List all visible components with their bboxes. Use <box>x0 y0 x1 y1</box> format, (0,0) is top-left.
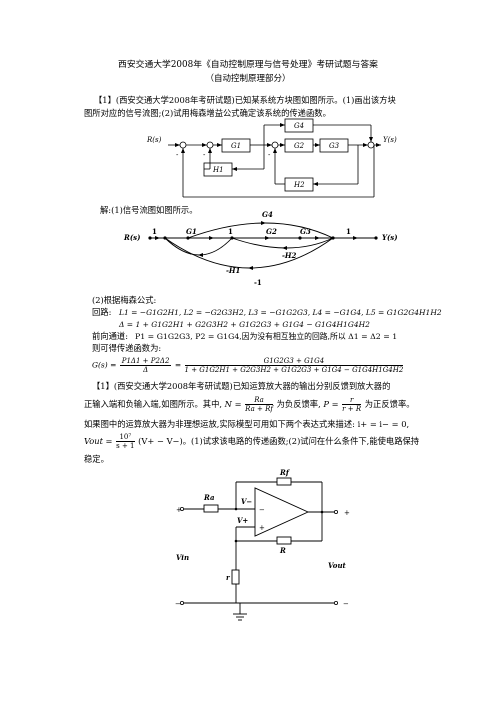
p-den: r + R <box>342 405 362 413</box>
sfg-gain-h1: -H1 <box>226 266 240 275</box>
tf-intro: 则可得传递函数为: <box>92 343 162 353</box>
bd-block-g1: G1 <box>231 142 241 150</box>
terminal-out-minus: − <box>343 600 349 608</box>
opamp-plus-sign: + <box>259 524 265 532</box>
delta-formula: Δ = 1 + G1G2H1 + G2G3H2 + G1G2G3 + G1G4 … <box>119 320 370 329</box>
sfg-gain-h2: -H2 <box>282 251 297 260</box>
sfg-gain-1c: 1 <box>346 227 351 236</box>
sfg-gain-g2: G2 <box>266 227 277 236</box>
vout-rhs: (V+ − V−)。(1)试求该电路的传递函数;(2)试问在什么条件下,能使电路… <box>138 436 420 446</box>
q2-text-b: 为负反馈率, <box>276 399 321 409</box>
bd-input-label: R(s) <box>146 136 162 144</box>
tf-lhs: G(s) = <box>92 360 117 370</box>
question-2-line-2: 正输入端和负输入端,如图所示。其中, N = Ra Ra + Rf 为负反馈率,… <box>84 396 415 413</box>
vout-num: 10⁷ <box>116 433 135 442</box>
question-1-line-2: 图所对应的信号流图;(2)试用梅森增益公式确定该系统的传递函数。 <box>84 108 331 118</box>
terminal-in-minus: − <box>175 600 181 608</box>
opamp-minus-sign: − <box>259 506 265 514</box>
label-v-plus: V+ <box>237 516 248 525</box>
q2-text-c: 为正反馈率。 <box>364 399 415 409</box>
sfg-gain-g3: G3 <box>300 227 311 236</box>
loops-label: 回路: <box>92 307 112 317</box>
sfg-gain-neg1: -1 <box>254 278 262 287</box>
question-1-line-1: 【1】(西安交通大学2008年考研试题)已知某系统方块图如图所示。(1)画出该方… <box>94 95 396 105</box>
label-r-small: r <box>226 573 231 582</box>
tf-num-1: P1Δ1 + P2Δ2 <box>119 357 172 366</box>
forward-formula: P1 = G1G2G3, P2 = G1G4,因为没有相互独立的回路,所以 Δ1… <box>135 332 398 341</box>
solution-intro: 解:(1)信号流图如图所示。 <box>100 205 198 215</box>
vout-fraction: 10⁷ s + 1 <box>116 433 135 450</box>
vout-den: s + 1 <box>116 442 135 450</box>
label-v-minus: V− <box>241 497 252 506</box>
tf-equals: = <box>174 360 182 370</box>
q2-text-a: 正输入端和负输入端,如图所示。其中, <box>84 399 223 409</box>
n-den: Ra + Rf <box>245 405 273 413</box>
bd-sign-1: - <box>176 151 179 159</box>
tf-num-2: G1G2G3 + G1G4 <box>184 357 404 366</box>
tf-den-1: Δ <box>143 366 149 374</box>
n-num: Ra <box>245 396 273 405</box>
n-fraction: Ra Ra + Rf <box>245 396 273 413</box>
bd-block-h1: H1 <box>212 166 224 174</box>
sfg-gain-g1: G1 <box>186 227 197 236</box>
question-2-line-5: 稳定。 <box>84 454 109 464</box>
bd-output-label: Y(s) <box>383 136 397 144</box>
label-rf: Rf <box>279 468 291 477</box>
label-vout: Vout <box>328 561 347 570</box>
label-vin: Vin <box>176 553 189 562</box>
vout-lhs: Vout = <box>84 436 113 446</box>
terminal-in-plus: + <box>176 506 182 514</box>
label-r-big: R <box>279 546 286 555</box>
forward-label: 前向通道: <box>92 331 128 341</box>
terminal-out-plus: + <box>344 509 350 517</box>
mason-step: (2)根据梅森公式: <box>92 295 157 305</box>
sfg-input-label: R(s) <box>123 233 140 242</box>
question-2-line-4: Vout = 10⁷ s + 1 (V+ − V−)。(1)试求该电路的传递函数… <box>84 433 419 450</box>
tf-fraction-2: G1G2G3 + G1G4 1 + G1G2H1 + G2G3H2 + G1G2… <box>184 357 404 374</box>
bd-sign-2: - <box>203 151 206 159</box>
question-2-line-1: 【1】(西安交通大学2008年考研试题)已知运算放大器的输出分别反馈到放大器的 <box>92 381 391 391</box>
tf-fraction-1: P1Δ1 + P2Δ2 Δ <box>119 357 172 374</box>
p-num: r <box>342 396 362 405</box>
sfg-output-label: Y(s) <box>382 233 398 242</box>
label-ra: Ra <box>203 493 215 502</box>
sfg-gain-1b: 1 <box>228 227 233 236</box>
bd-block-h2: H2 <box>293 181 305 189</box>
transfer-function: G(s) = P1Δ1 + P2Δ2 Δ = G1G2G3 + G1G4 1 +… <box>92 357 404 374</box>
bd-sign-3: - <box>268 151 271 159</box>
page-title: 西安交通大学2008年《自动控制原理与信号处理》考研试题与答案 <box>118 60 378 70</box>
p-fraction: r r + R <box>342 396 362 413</box>
p-lhs: P = <box>323 399 339 409</box>
page-subtitle: （自动控制原理部分） <box>205 74 291 84</box>
bd-block-g2: G2 <box>294 142 305 150</box>
sfg-gain-g4: G4 <box>262 210 273 219</box>
bd-block-g3: G3 <box>329 142 340 150</box>
n-lhs: N = <box>224 399 242 409</box>
question-2-line-3: 如果图中的运算放大器为非理想运放,实际模型可用如下两个表达式来描述: i+ = … <box>84 419 410 429</box>
sfg-gain-1a: 1 <box>152 227 157 236</box>
bd-block-g4: G4 <box>294 122 304 130</box>
loops-formula: L1 = −G1G2H1, L2 = −G2G3H2, L3 = −G1G2G3… <box>119 308 442 317</box>
tf-den-2: 1 + G1G2H1 + G2G3H2 + G1G2G3 + G1G4 − G1… <box>184 366 404 374</box>
